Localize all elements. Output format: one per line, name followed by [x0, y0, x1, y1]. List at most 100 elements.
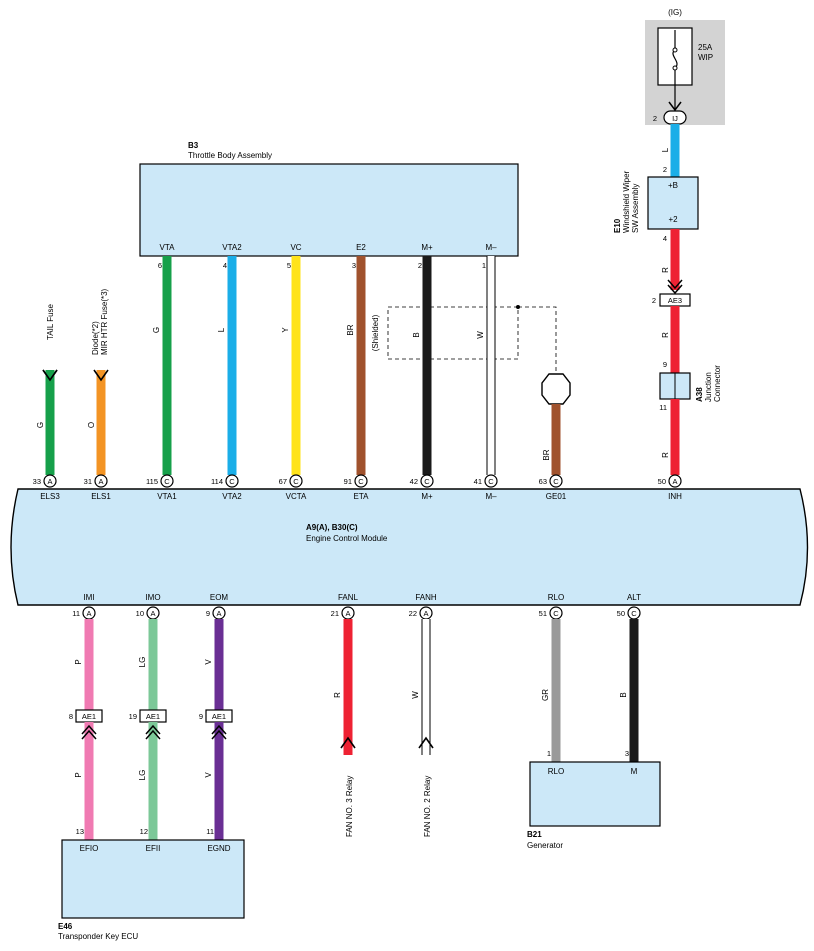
ecm-bottom-label-3: FANL	[338, 593, 359, 602]
fan3-arrow-icon	[340, 736, 356, 749]
ecm-top-label-2: VTA1	[157, 492, 177, 501]
ecm-top-pin-5: 91	[344, 477, 352, 486]
fan2-wire-label: W	[411, 691, 420, 699]
throttle-pin-5: 1	[482, 261, 486, 270]
ecm-top-connector-1-letter: A	[98, 477, 103, 486]
fan2-arrow-icon	[418, 736, 434, 749]
generator-pin-rlo: 1	[547, 749, 551, 758]
chevron-up-icon-0	[81, 724, 97, 740]
wire-label-r-2: R	[661, 332, 670, 338]
ae3-label: AE3	[668, 296, 682, 305]
wire-label-r-3: R	[661, 452, 670, 458]
ae1-pin-0: 8	[69, 712, 73, 721]
ij-connector-label: IJ	[672, 114, 678, 123]
ecm-bottom-label-4: FANH	[415, 593, 437, 602]
ecm-top-connector-9	[668, 474, 682, 488]
ecm-top-connector-7	[484, 474, 498, 488]
ecm-top-connector-4-letter: C	[293, 477, 299, 486]
junction-pin-top: 9	[663, 360, 667, 369]
wiper-switch-box	[647, 176, 699, 230]
ecm-bottom-pin-4: 22	[409, 609, 417, 618]
fan3-relay-label: FAN NO. 3 Relay	[345, 776, 354, 837]
ae1-wire-label-bottom-2: V	[204, 772, 213, 778]
transponder-pin-2: 11	[206, 827, 214, 836]
transponder-name: Transponder Key ECU	[58, 932, 138, 941]
ecm-bottom-pin-0: 11	[72, 609, 80, 618]
wire-label-ge01: BR	[542, 449, 551, 460]
throttle-terminal-5: M–	[485, 243, 497, 252]
throttle-name: Throttle Body Assembly	[188, 151, 272, 160]
tail-fuse-label: TAIL Fuse	[46, 303, 55, 340]
ae1-pin-1: 19	[129, 712, 137, 721]
ecm-top-connector-5-letter: C	[358, 477, 364, 486]
throttle-wire-label-5: W	[476, 331, 485, 339]
ecm-top-label-1: ELS1	[91, 492, 111, 501]
transponder-ecu-box	[61, 839, 245, 919]
ecm-top-connector-1	[94, 474, 108, 488]
ecm-top-connector-2	[160, 474, 174, 488]
ae1-wire-label-top-0: P	[74, 659, 83, 664]
throttle-terminal-3: E2	[356, 243, 366, 252]
junction-name-2: Connector	[713, 365, 722, 402]
ecm-top-connector-7-letter: C	[488, 477, 494, 486]
ecm-top-connector-8-letter: C	[553, 477, 559, 486]
diode-label: Diode(*2)	[91, 321, 100, 355]
ae1-label-1: AE1	[146, 712, 160, 721]
ecm-bottom-label-0: IMI	[83, 593, 94, 602]
mir-htr-label: MIR HTR Fuse(*3)	[100, 288, 109, 355]
shield-lead	[518, 306, 557, 378]
generator-wire-label-gr: GR	[541, 689, 550, 701]
throttle-wire-label-0: G	[152, 327, 161, 333]
wiper-pin-bottom: 4	[663, 234, 667, 243]
ecm-top-pin-7: 41	[474, 477, 482, 486]
ecm-top-label-8: GE01	[546, 492, 567, 501]
ecm-name: Engine Control Module	[306, 534, 388, 543]
ecm-top-connector-6-letter: C	[424, 477, 430, 486]
wiper-pin-top: 2	[663, 165, 667, 174]
junction-id: A38	[695, 387, 704, 402]
throttle-wire-label-3: BR	[346, 324, 355, 335]
throttle-pin-1: 4	[223, 261, 227, 270]
wire-label-o-els1: O	[87, 422, 96, 428]
shielded-box	[387, 306, 519, 360]
ecm-title: A9(A), B30(C)	[306, 523, 358, 532]
throttle-wire-label-2: Y	[281, 327, 290, 333]
generator-name: Generator	[527, 841, 563, 850]
fuse-ig-label: (IG)	[668, 8, 682, 17]
wiper-terminal-b: +B	[668, 181, 678, 190]
throttle-terminal-0: VTA	[160, 243, 176, 252]
arrow-up-icon-2	[93, 369, 109, 382]
ecm-top-label-0: ELS3	[40, 492, 60, 501]
ecm-top-pin-9: 50	[658, 477, 666, 486]
ecm-top-label-9: INH	[668, 492, 682, 501]
transponder-terminal-efii: EFII	[146, 844, 161, 853]
ij-pin: 2	[653, 114, 657, 123]
throttle-id: B3	[188, 141, 199, 150]
ecm-bottom-pin-6: 50	[617, 609, 625, 618]
ecm-top-pin-6: 42	[410, 477, 418, 486]
ground-icon	[541, 373, 571, 405]
ecm-bottom-pin-3: 21	[331, 609, 339, 618]
throttle-pin-4: 2	[418, 261, 422, 270]
throttle-pin-0: 6	[158, 261, 162, 270]
transponder-terminal-egnd: EGND	[207, 844, 230, 853]
ecm-bottom-pin-1: 10	[136, 609, 144, 618]
ecm-bottom-label-5: RLO	[548, 593, 564, 602]
ecm-bottom-label-1: IMO	[145, 593, 160, 602]
ae1-label-0: AE1	[82, 712, 96, 721]
ecm-bottom-connector-6-letter: C	[631, 609, 637, 618]
ecm-bottom-connector-2-letter: A	[216, 609, 221, 618]
ecm-top-label-3: VTA2	[222, 492, 242, 501]
ecm-bottom-pin-5: 51	[539, 609, 547, 618]
ae1-wire-label-bottom-1: LG	[138, 770, 147, 781]
wire-label-l-wiper: L	[661, 147, 670, 152]
wiper-id: E10	[613, 218, 622, 233]
ecm-bottom-label-6: ALT	[627, 593, 641, 602]
throttle-wire-label-1: L	[217, 327, 226, 332]
ecm-top-label-5: ETA	[354, 492, 370, 501]
ecm-top-pin-8: 63	[539, 477, 547, 486]
ae1-wire-label-top-2: V	[204, 659, 213, 665]
ecm-bottom-label-2: EOM	[210, 593, 229, 602]
ecm-bottom-connector-0-letter: A	[86, 609, 91, 618]
